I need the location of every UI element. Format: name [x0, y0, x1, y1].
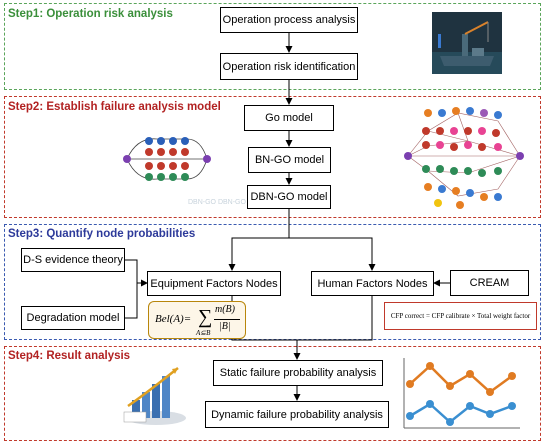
risk-identification-box: Operation risk identification: [220, 53, 358, 80]
equipment-factors-nodes-box: Equipment Factors Nodes: [147, 271, 281, 296]
dbn-go-model-box: DBN-GO model: [247, 185, 331, 209]
degradation-model-box: Degradation model: [21, 306, 125, 330]
belief-denominator: |B|: [219, 321, 231, 332]
connector-human-merge: [297, 296, 373, 341]
line-chart-illustration: [403, 358, 520, 429]
dbn-go-faded-caption: DBN-GO DBN-GO: [188, 199, 246, 206]
belief-sum-subscript: A⊆B: [196, 329, 211, 337]
operation-process-box: Operation process analysis: [220, 7, 358, 33]
belief-fraction-bar: [214, 319, 240, 320]
bn-go-model-box: BN-GO model: [248, 147, 331, 173]
offshore-vessel-illustration: [432, 12, 502, 74]
step2-title: Step2: Establish failure analysis model: [8, 101, 221, 113]
belief-formula-lhs: Bel(A)=: [155, 313, 192, 325]
step3-title: Step3: Quantify node probabilities: [8, 228, 196, 240]
ds-evidence-box: D-S evidence theory: [21, 248, 125, 272]
static-analysis-box: Static failure probability analysis: [213, 360, 383, 386]
belief-numerator: m(B): [215, 304, 235, 315]
connector-ds-evidence: [125, 259, 138, 290]
bar-chart-illustration: [123, 367, 186, 425]
step4-title: Step4: Result analysis: [8, 350, 131, 362]
go-model-box: Go model: [244, 105, 334, 131]
connector-dbngo-human: [289, 237, 376, 271]
go-model-chain-illustration: [123, 137, 211, 181]
cfp-formula-box: CFP correct = CFP calibrate × Total weig…: [384, 302, 537, 330]
dynamic-analysis-box: Dynamic failure probability analysis: [205, 401, 389, 428]
connector-degradation: [125, 290, 138, 319]
cream-box: CREAM: [450, 270, 529, 296]
dbn-network-illustration: [404, 107, 524, 209]
step1-title: Step1: Operation risk analysis: [8, 8, 173, 20]
step1-panel: [4, 3, 541, 90]
belief-sum-symbol: ∑: [198, 306, 213, 328]
step2-panel: [4, 96, 541, 218]
belief-formula-box: Bel(A)= ∑ A⊆B m(B) |B|: [148, 301, 246, 339]
step4-panel: [4, 346, 541, 441]
connector-dbngo-split: [228, 209, 290, 271]
human-factors-nodes-box: Human Factors Nodes: [311, 271, 434, 296]
